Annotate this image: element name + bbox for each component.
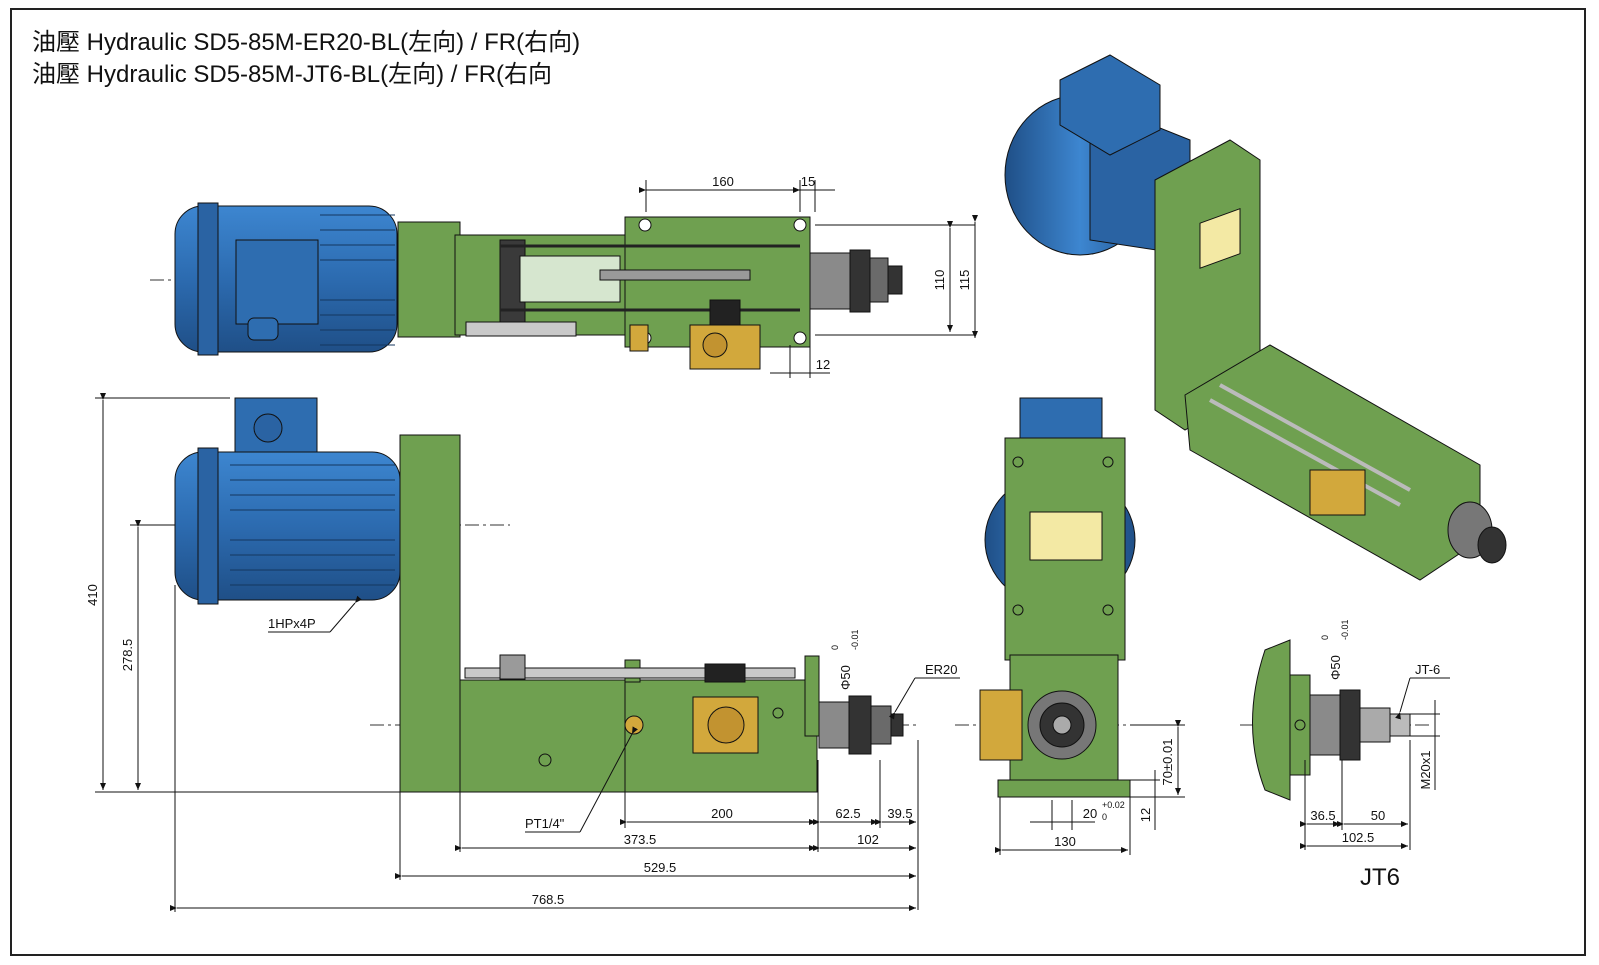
dim-529-5: 529.5 [644,860,677,875]
jt6-detail-view: Φ50 0 -0.01 JT-6 M20x1 36.5 50 102.5 JT6 [1240,619,1450,891]
dim-20: 20 [1083,806,1097,821]
dia50-jt6-tol-low: -0.01 [1340,619,1350,640]
dia50-jt6: Φ50 [1328,655,1343,680]
jt6-label: JT-6 [1415,662,1440,677]
er20-label: ER20 [925,662,958,677]
dim-m20: M20x1 [1418,750,1433,789]
dim-130: 130 [1054,834,1076,849]
dim-373-5: 373.5 [624,832,657,847]
dia50-front-tol-low: -0.01 [850,629,860,650]
dim-15: 15 [801,174,815,189]
dim-12-side: 12 [1138,808,1153,822]
dim-39-5: 39.5 [887,806,912,821]
dim-20-tol-up: +0.02 [1102,800,1125,810]
front-view: 410 278.5 1HPx4P Φ50 0 -0.01 ER20 PT1/4"… [85,393,960,912]
dia50-front: Φ50 [838,665,853,690]
dim-110: 110 [932,270,947,291]
dim-115: 115 [957,270,972,291]
isometric-view [1004,54,1507,581]
motor-label: 1HPx4P [268,616,316,631]
top-view: 160 15 110 115 12 [150,174,978,378]
dim-36-5: 36.5 [1310,808,1335,823]
dia50-front-tol-up: 0 [830,645,840,650]
dim-70: 70±0.01 [1160,739,1175,786]
dim-50: 50 [1371,808,1385,823]
title-line-1: 油壓 Hydraulic SD5-85M-ER20-BL(左向) / FR(右向… [32,29,581,56]
dim-102: 102 [857,832,879,847]
title-line-2: 油壓 Hydraulic SD5-85M-JT6-BL(左向) / FR(右向 [32,61,553,88]
dim-160: 160 [712,174,734,189]
side-view: 70±0.01 12 20 +0.02 0 130 [955,397,1185,855]
dia50-jt6-tol-up: 0 [1320,635,1330,640]
dim-12-top: 12 [816,357,830,372]
dim-278-5: 278.5 [120,639,135,672]
jt6-caption: JT6 [1360,864,1400,891]
dim-102-5: 102.5 [1342,830,1375,845]
dim-410: 410 [85,584,100,606]
dim-62-5: 62.5 [835,806,860,821]
dim-768-5: 768.5 [532,892,565,907]
dim-20-tol-low: 0 [1102,812,1107,822]
pt-label: PT1/4" [525,816,565,831]
dim-200: 200 [711,806,733,821]
